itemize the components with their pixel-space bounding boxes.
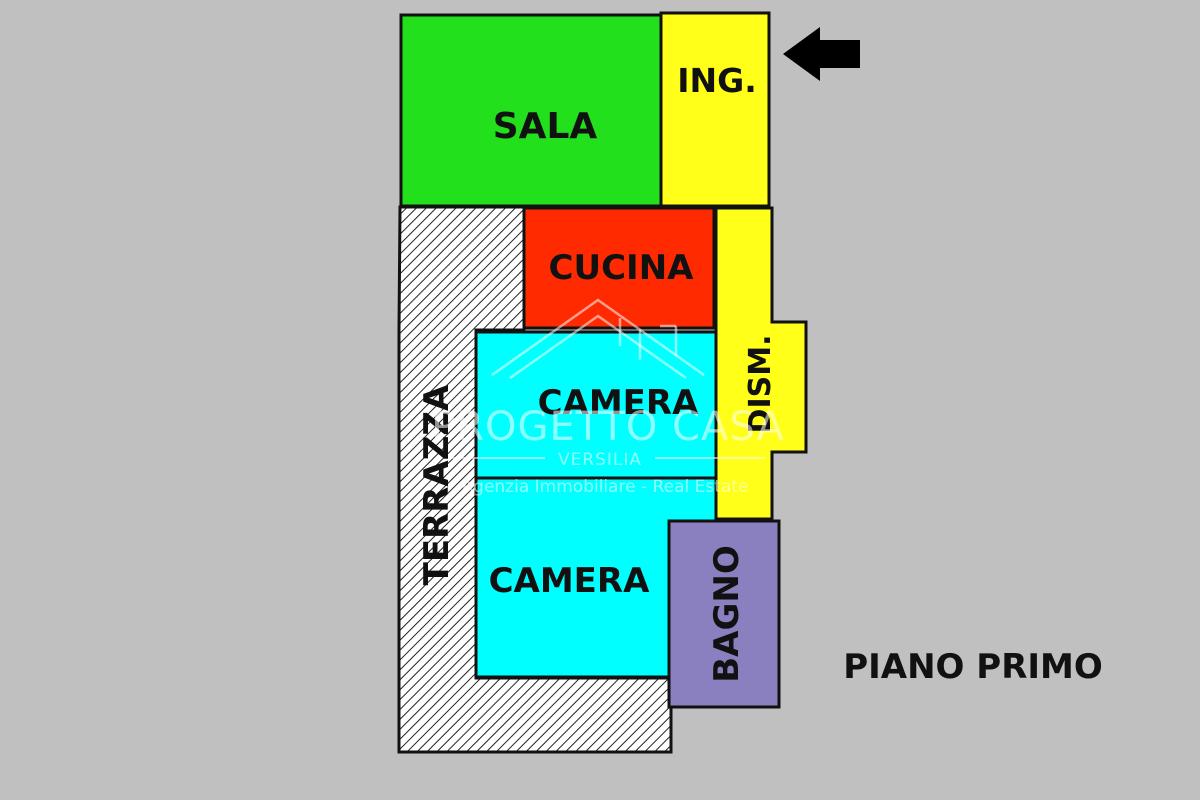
label-camera-2: CAMERA — [489, 561, 651, 601]
watermark-brand: PROGETTO CASA — [431, 404, 785, 450]
label-camera-1: CAMERA — [538, 383, 700, 423]
label-cucina: CUCINA — [549, 248, 695, 288]
label-sala: SALA — [493, 106, 598, 147]
room-disimpegno — [714, 206, 808, 521]
label-disimpegno: DISM. — [743, 335, 778, 434]
label-terrazza: TERRAZZA — [417, 384, 457, 585]
floor-label: PIANO PRIMO — [843, 647, 1103, 687]
house-roof-icon — [491, 298, 705, 380]
room-bagno — [667, 519, 781, 709]
label-ingresso: ING. — [677, 61, 757, 100]
arrow-left-icon — [783, 27, 860, 81]
watermark-location: VERSILIA — [558, 450, 642, 470]
watermark-tagline: Agenzia Immobiliare - Real Estate — [462, 477, 749, 497]
label-bagno: BAGNO — [707, 545, 747, 683]
room-ingresso — [659, 11, 771, 208]
watermark: PROGETTO CASA VERSILIA Agenzia Immobilia… — [431, 298, 785, 497]
